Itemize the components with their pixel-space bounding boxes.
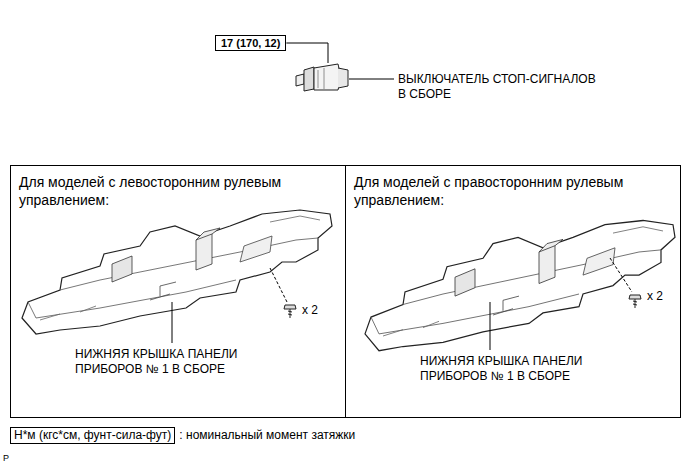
leader-line (286, 43, 328, 63)
figure-mark: P (3, 451, 9, 465)
leader-line (490, 302, 491, 350)
panel-heading: Для моделей с правосторонним рулевым упр… (354, 173, 672, 209)
quantity-label: x 2 (302, 303, 318, 318)
leader-line (349, 79, 394, 80)
cover-figure (22, 210, 332, 334)
leader-line (172, 302, 173, 343)
screw-icon (284, 305, 296, 318)
dashed-line (270, 268, 287, 302)
legend-box: Н*м (кгс*см, фунт-сила-фут) (10, 427, 175, 444)
box-text: 17 (170, 12) (221, 37, 280, 49)
box-text: Н*м (кгс*см, фунт-сила-фут) (14, 428, 171, 443)
screw-icon (629, 295, 641, 308)
part-name: НИЖНЯЯ КРЫШКА ПАНЕЛИ ПРИБОРОВ № 1 В СБОР… (420, 354, 610, 384)
part-name: НИЖНЯЯ КРЫШКА ПАНЕЛИ ПРИБОРОВ № 1 В СБОР… (75, 347, 265, 377)
torque-spec-box: 17 (170, 12) (215, 35, 286, 51)
panel-heading: Для моделей с левосторонним рулевым упра… (19, 173, 337, 209)
cover-figure (365, 220, 675, 350)
switch-figure (296, 64, 394, 91)
legend-note: : номинальный момент затяжки (179, 427, 355, 444)
quantity-label: x 2 (647, 289, 663, 304)
condition-panel: Для моделей с левосторонним рулевым упра… (10, 165, 346, 418)
dashed-line (610, 258, 632, 292)
part-name: ВЫКЛЮЧАТЕЛЬ СТОП-СИГНАЛОВ В СБОРЕ (398, 72, 603, 102)
